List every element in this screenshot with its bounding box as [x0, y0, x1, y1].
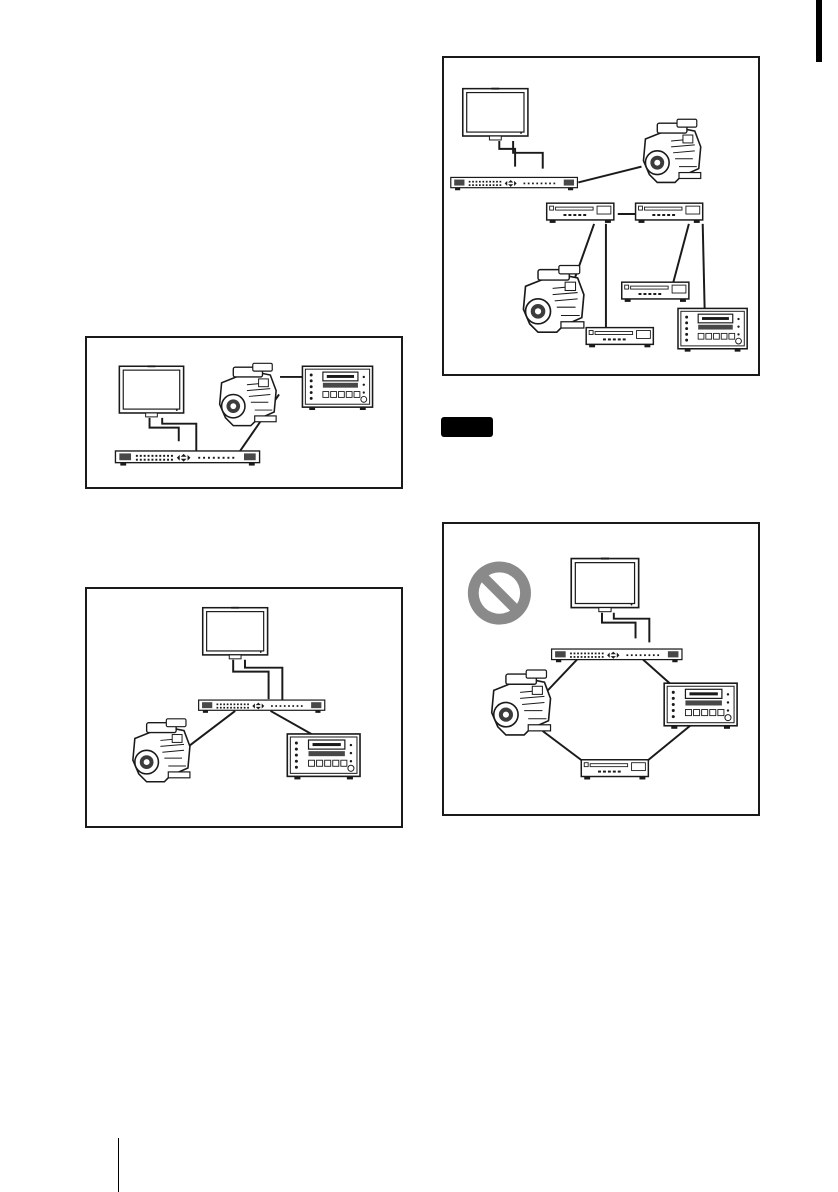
deck-icon	[581, 760, 648, 780]
camcorder-icon	[643, 119, 700, 182]
prohibition-icon	[468, 561, 531, 624]
deck-icon	[586, 328, 653, 348]
camcorder-icon	[220, 363, 276, 425]
video-recorder-icon	[302, 366, 372, 410]
deck-icon	[622, 282, 689, 302]
diagram-cascade-connection	[442, 56, 760, 376]
diagram-prohibited-loop	[442, 522, 760, 816]
diagram-switcher-svg	[87, 589, 401, 826]
diagram-switcher-connection	[85, 587, 403, 828]
deck-icon	[547, 203, 614, 223]
monitor-icon	[571, 558, 638, 612]
diagram-prohibited-svg	[444, 524, 758, 814]
camcorder-icon	[492, 670, 551, 735]
note-label	[441, 417, 493, 437]
diagram-basic-svg	[87, 338, 401, 487]
footer-rule	[118, 1138, 119, 1192]
page-edge-tab	[816, 0, 838, 62]
switcher-icon	[199, 700, 325, 713]
camcorder-icon	[133, 719, 190, 782]
diagram-basic-connection	[85, 336, 403, 489]
switcher-icon	[115, 451, 259, 466]
monitor-icon	[203, 607, 268, 659]
monitor-icon	[119, 365, 183, 417]
switcher-icon	[451, 177, 578, 190]
monitor-icon	[463, 88, 528, 140]
video-recorder-icon	[678, 308, 747, 351]
deck-icon	[636, 203, 703, 223]
switcher-icon	[552, 649, 682, 662]
video-recorder-icon	[664, 683, 737, 729]
video-recorder-icon	[287, 734, 360, 779]
diagram-cascade-svg	[444, 58, 758, 374]
